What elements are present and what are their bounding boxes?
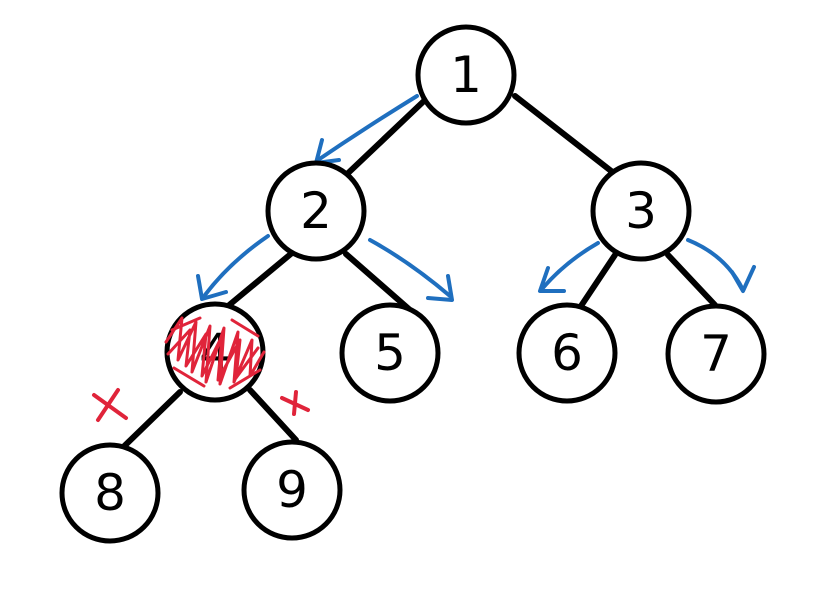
arrow-3-to-7: [686, 238, 756, 293]
edge-1-3: [512, 93, 618, 177]
x-mark-edge-4-9: [280, 390, 310, 416]
arrow-2-to-4: [196, 234, 270, 301]
node-6: 6: [516, 302, 618, 404]
node-1-label: 1: [450, 46, 482, 104]
crossed-out-scribble: [164, 316, 266, 390]
arrow-2-to-5: [368, 238, 454, 302]
node-9-label: 9: [276, 461, 308, 519]
node-7: 7: [665, 303, 767, 405]
edge-2-4: [225, 250, 295, 309]
x-mark-edge-4-8: [92, 388, 128, 422]
node-3-label: 3: [625, 182, 657, 240]
node-2-label: 2: [300, 182, 332, 240]
node-7-label: 7: [700, 325, 732, 383]
edges: [109, 93, 718, 461]
red-x-marks: [92, 388, 310, 422]
node-6-label: 6: [551, 324, 583, 382]
node-1: 1: [415, 24, 517, 126]
edge-4-9: [247, 387, 299, 443]
node-8-label: 8: [94, 464, 126, 522]
node-4: 4: [164, 301, 266, 403]
node-2: 2: [265, 160, 367, 262]
arrow-3-to-6: [538, 241, 600, 293]
edge-1-2: [342, 97, 428, 179]
node-9: 9: [241, 439, 343, 541]
node-5: 5: [339, 302, 441, 404]
edge-3-7: [665, 252, 718, 308]
node-8: 8: [59, 442, 161, 544]
edge-2-5: [343, 251, 413, 313]
node-5-label: 5: [374, 324, 406, 382]
node-3: 3: [590, 160, 692, 262]
